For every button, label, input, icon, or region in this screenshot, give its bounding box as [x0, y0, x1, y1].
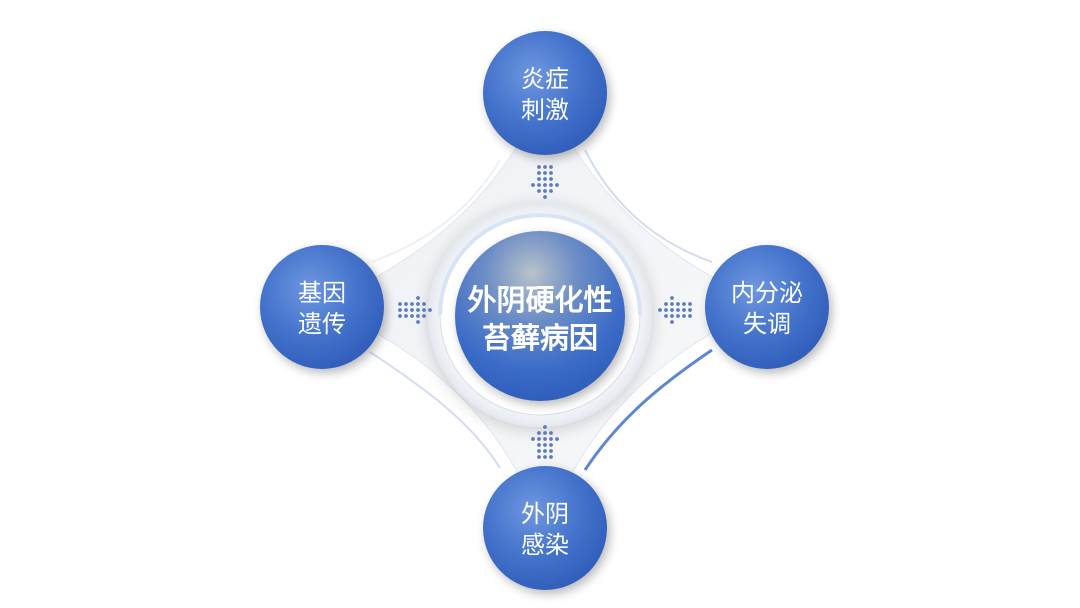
accent-curve-bottom-left	[369, 351, 501, 469]
arrow-dot	[537, 171, 541, 175]
arrow-dot	[416, 308, 420, 312]
arrow-dot	[549, 437, 553, 441]
accent-curve-bottom-right	[583, 348, 713, 471]
arrow-dot	[549, 165, 553, 169]
center-label-line2: 苔藓病因	[482, 321, 598, 355]
node-top-line1: 炎症	[521, 65, 569, 93]
arrow-dot	[664, 302, 668, 306]
arrow-dot	[416, 302, 420, 306]
arrow-dot	[543, 171, 547, 175]
arrow-dot	[416, 296, 420, 300]
arrow-dot	[422, 308, 426, 312]
arrow-dot	[531, 437, 535, 441]
arrow-dot	[543, 449, 547, 453]
arrow-dot	[664, 314, 668, 318]
arrow-dot	[670, 308, 674, 312]
center-label-line1: 外阴硬化性	[467, 283, 612, 317]
node-top: 炎症 刺激	[483, 31, 607, 155]
arrow-dot	[688, 314, 692, 318]
arrow-dot	[537, 183, 541, 187]
arrow-dot	[549, 171, 553, 175]
arrow-dot	[531, 183, 535, 187]
arrow-right-to-center	[658, 296, 692, 324]
arrow-dot	[682, 308, 686, 312]
center-ring-accent	[438, 213, 642, 316]
accent-curve-top-right	[584, 149, 713, 263]
node-left: 基因 遗传	[260, 245, 384, 369]
arrow-dot	[676, 314, 680, 318]
arrow-dot	[658, 308, 662, 312]
arrow-dot	[410, 314, 414, 318]
arrow-dot	[549, 183, 553, 187]
arrow-dot	[416, 320, 420, 324]
node-bottom-line1: 外阴	[521, 500, 569, 528]
arrow-dot	[404, 314, 408, 318]
arrow-dot	[537, 189, 541, 193]
arrow-dot	[404, 302, 408, 306]
arrow-dot	[555, 437, 559, 441]
arrow-dot	[549, 455, 553, 459]
arrow-dot	[398, 308, 402, 312]
node-bottom: 外阴 感染	[483, 466, 607, 590]
arrow-top-to-center	[531, 165, 559, 199]
arrow-dot	[670, 314, 674, 318]
arrow-dot	[404, 308, 408, 312]
arrow-dot	[543, 431, 547, 435]
arrow-dot	[688, 308, 692, 312]
arrow-dot	[428, 308, 432, 312]
arrow-dot	[410, 308, 414, 312]
arrow-dot	[537, 165, 541, 169]
arrow-dot	[416, 314, 420, 318]
arrow-dot	[670, 302, 674, 306]
arrow-dot	[537, 449, 541, 453]
arrow-dot	[549, 431, 553, 435]
arrow-dot	[664, 308, 668, 312]
arrow-dot	[682, 314, 686, 318]
arrow-dot	[676, 302, 680, 306]
arrow-dot	[549, 449, 553, 453]
arrow-dot	[670, 320, 674, 324]
arrow-dot	[537, 455, 541, 459]
arrow-dot	[398, 302, 402, 306]
node-bottom-line2: 感染	[521, 531, 569, 559]
arrow-left-to-center	[398, 296, 432, 324]
arrow-dot	[543, 177, 547, 181]
arrow-dot	[543, 189, 547, 193]
arrow-dot	[537, 443, 541, 447]
node-left-line1: 基因	[298, 279, 346, 307]
arrow-dot	[670, 296, 674, 300]
accent-curve-top-left	[371, 159, 501, 263]
arrow-dot	[410, 302, 414, 306]
arrow-dot	[422, 302, 426, 306]
arrow-dot	[549, 177, 553, 181]
arrow-dot	[543, 183, 547, 187]
arrow-dot	[543, 165, 547, 169]
node-right-line2: 失调	[743, 310, 791, 338]
node-top-line2: 刺激	[521, 96, 569, 124]
node-left-line2: 遗传	[298, 310, 346, 338]
arrow-dot	[688, 302, 692, 306]
arrow-dot	[537, 431, 541, 435]
arrow-dot	[543, 443, 547, 447]
arrow-dot	[543, 455, 547, 459]
arrow-dot	[537, 177, 541, 181]
arrow-dot	[537, 437, 541, 441]
node-right-line1: 内分泌	[731, 279, 803, 307]
arrow-bottom-to-center	[531, 425, 559, 459]
arrow-dot	[398, 314, 402, 318]
center-node	[455, 231, 625, 401]
arrow-dot	[549, 189, 553, 193]
arrow-dot	[682, 302, 686, 306]
arrow-dot	[543, 437, 547, 441]
node-right: 内分泌 失调	[705, 245, 829, 369]
arrow-dot	[543, 425, 547, 429]
arrow-dot	[422, 314, 426, 318]
arrow-dot	[549, 443, 553, 447]
arrow-dot	[555, 183, 559, 187]
arrow-dot	[676, 308, 680, 312]
arrow-dot	[543, 195, 547, 199]
